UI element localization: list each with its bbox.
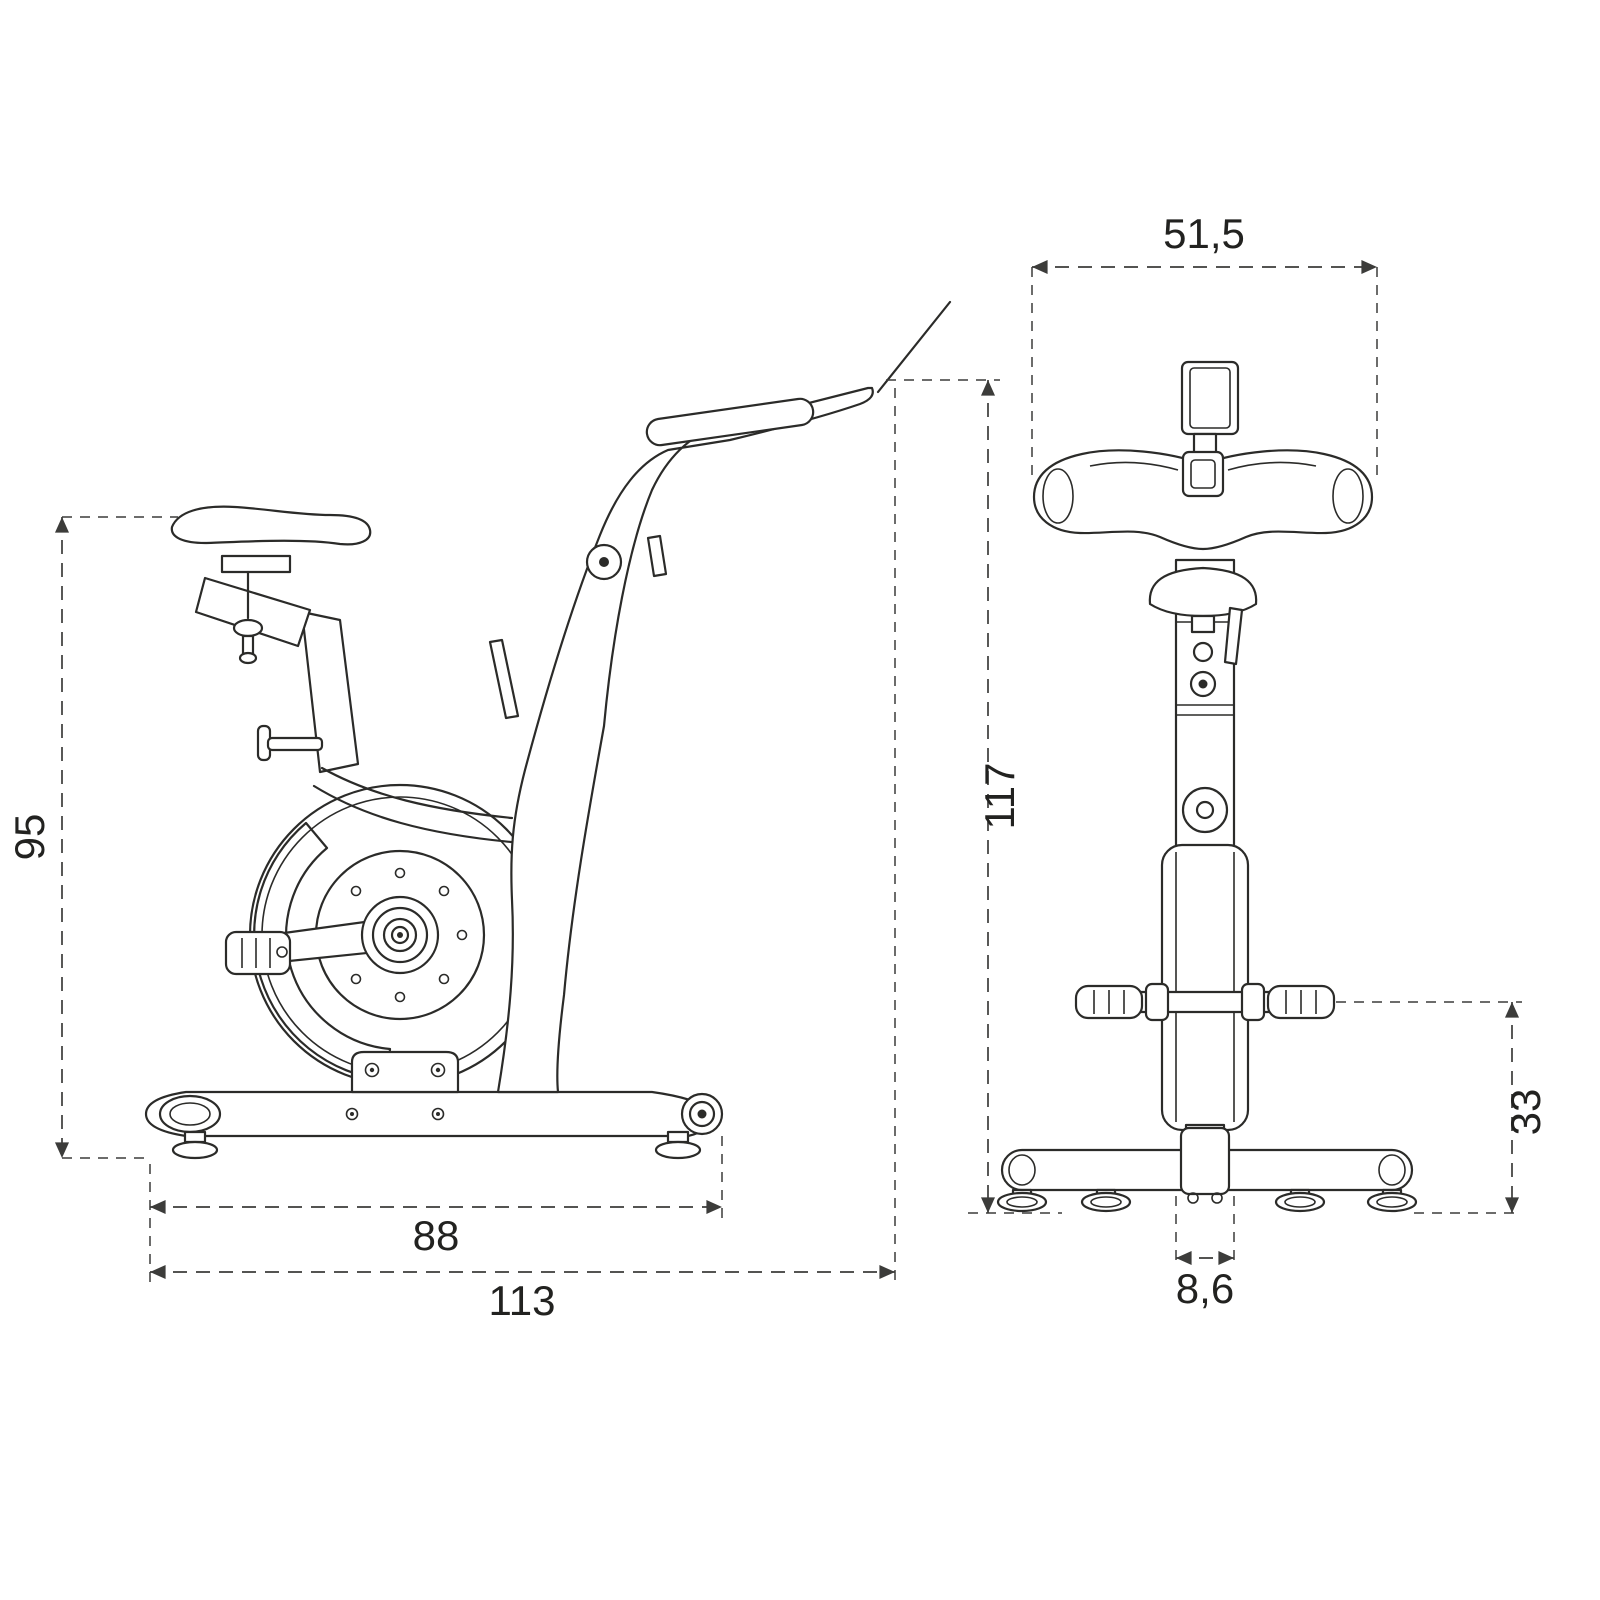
dimension-label-seat-height: 95 — [6, 814, 53, 861]
dimension-overall-length: 113 — [149, 388, 896, 1324]
front-handlebar — [1032, 449, 1374, 551]
resistance-knob — [256, 724, 324, 762]
seat-clamp — [220, 554, 292, 574]
front-pivot — [1181, 786, 1229, 834]
dimension-handlebar-width: 51,5 — [1031, 210, 1378, 478]
dimension-pedal-height: 33 — [1336, 1001, 1549, 1214]
dimension-label-pedal-height: 33 — [1502, 1089, 1549, 1136]
dimension-label-base-length: 88 — [413, 1212, 460, 1259]
frame-slot-detail — [488, 638, 520, 720]
dimension-frame-width: 8,6 — [1175, 1196, 1235, 1312]
transport-roller — [680, 1092, 724, 1136]
handlebar-side — [585, 300, 952, 581]
base-center-bracket — [1179, 1126, 1231, 1196]
front-base — [1000, 1126, 1414, 1204]
locking-latch — [646, 534, 668, 578]
seat-adjust-knob — [232, 618, 264, 638]
tablet-support-rod — [876, 300, 952, 394]
dimension-label-handlebar-width: 51,5 — [1163, 210, 1245, 257]
seat-assembly — [170, 505, 372, 665]
dimension-label-frame-width: 8,6 — [1176, 1265, 1234, 1312]
saddle — [170, 505, 372, 546]
seat-arm — [194, 576, 312, 648]
handlebar-grip — [645, 397, 815, 447]
side-levelling-feet — [171, 1130, 702, 1160]
handlebar-clamp — [1181, 450, 1225, 498]
side-view — [144, 300, 952, 1160]
front-seat — [1148, 566, 1258, 698]
flywheel-hub — [360, 895, 440, 975]
front-pedals — [1074, 982, 1336, 1022]
side-base-rail — [144, 1090, 718, 1138]
front-frame-section — [256, 610, 514, 844]
front-levelling-feet — [996, 1188, 1418, 1213]
dimension-label-overall-length: 113 — [489, 1277, 556, 1324]
bottom-mount-plate — [350, 1050, 460, 1094]
front-view — [996, 360, 1418, 1213]
grip-end-right — [1332, 468, 1364, 524]
tablet-holder — [1180, 360, 1240, 462]
frame-beam — [488, 386, 874, 1094]
dimension-seat-height: 95 — [6, 516, 178, 1159]
grip-end-left — [1042, 468, 1074, 524]
seat-lever — [1223, 606, 1244, 666]
dimension-base-length: 88 — [149, 1136, 723, 1259]
dimension-overall-height: 117 — [886, 379, 1062, 1214]
dimension-label-overall-height: 117 — [976, 763, 1023, 830]
pedal — [224, 930, 292, 976]
